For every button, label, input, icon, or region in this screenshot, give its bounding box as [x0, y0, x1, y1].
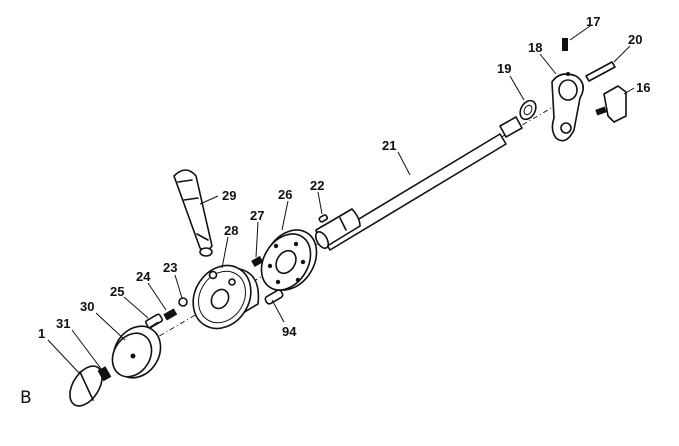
part-24-spring [163, 308, 178, 321]
label-part-24: 24 [136, 269, 151, 284]
label-part-1: 1 [38, 326, 45, 341]
label-part-17: 17 [586, 14, 600, 29]
label-part-16: 16 [636, 80, 650, 95]
label-part-31: 31 [56, 316, 70, 331]
label-part-23: 23 [163, 260, 177, 275]
part-1-cap [69, 365, 103, 407]
part-28-hub [192, 264, 260, 330]
part-19-ring [519, 99, 537, 121]
part-31-screw [97, 366, 112, 382]
part-29-handle [173, 169, 213, 257]
label-part-19: 19 [497, 61, 511, 76]
part-18-lever [551, 72, 584, 142]
label-part-28: 28 [224, 223, 238, 238]
label-part-26: 26 [278, 187, 292, 202]
label-part-27: 27 [250, 208, 264, 223]
label-part-94: 94 [282, 324, 297, 339]
part-30-washer [111, 325, 162, 379]
part-94-dowel [264, 289, 284, 305]
part-22-key [318, 214, 329, 223]
label-part-21: 21 [382, 138, 396, 153]
label-part-25: 25 [110, 284, 124, 299]
label-part-30: 30 [80, 299, 94, 314]
part-20-rod [585, 61, 616, 82]
part-26-index-plate [260, 229, 318, 291]
part-23-ball [178, 297, 188, 307]
sheet-letter: B [20, 388, 32, 408]
label-part-29: 29 [222, 188, 236, 203]
part-25-pin [145, 313, 163, 329]
label-part-20: 20 [628, 32, 642, 47]
part-27-screw [251, 255, 264, 267]
leader-lines [47, 25, 635, 375]
part-16-bracket [595, 85, 627, 123]
label-part-18: 18 [528, 40, 542, 55]
part-21-shaft [314, 116, 523, 251]
label-part-22: 22 [310, 178, 324, 193]
part-17-screw [562, 38, 568, 51]
